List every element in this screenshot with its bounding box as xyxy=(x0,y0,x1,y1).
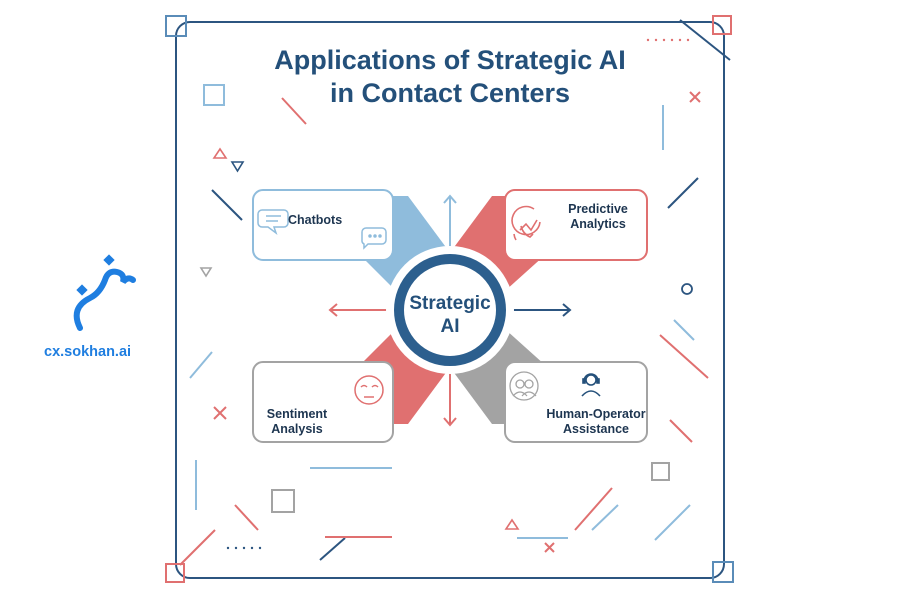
decor-triangle xyxy=(504,518,520,530)
chat-dots-icon xyxy=(361,227,387,250)
predictive-line-2: Analytics xyxy=(570,217,626,231)
logo-url: cx.sokhan.ai xyxy=(44,344,132,360)
arrow-right xyxy=(508,303,572,317)
box-predictive xyxy=(504,189,648,261)
phone-trend-icon xyxy=(511,205,541,241)
decor-square xyxy=(203,84,225,106)
decor-square xyxy=(651,462,670,481)
box-human xyxy=(504,361,648,443)
people-icon xyxy=(509,371,539,401)
page-title: Applications of Strategic AI in Contact … xyxy=(200,44,700,110)
center-label: Strategic AI xyxy=(398,292,502,338)
decor-circle xyxy=(681,283,693,295)
center-circle xyxy=(394,254,506,366)
predictive-line-1: Predictive xyxy=(568,202,628,216)
decor-triangle xyxy=(230,161,245,173)
frame-border xyxy=(175,21,725,579)
center-line-1: Strategic xyxy=(409,293,491,314)
decor-crosses xyxy=(213,91,701,553)
decor-dots xyxy=(226,546,262,550)
human-line-2: Assistance xyxy=(562,422,629,436)
face-icon xyxy=(354,375,384,405)
human-line-1: Human-Operator xyxy=(546,407,646,421)
title-line-1: Applications of Strategic AI xyxy=(274,45,626,75)
decor-square xyxy=(712,561,734,583)
decor-triangle xyxy=(199,267,213,278)
sentiment-line-2: Analysis xyxy=(271,422,323,436)
sentiment-line-1: Sentiment xyxy=(266,407,328,421)
sokhan-logo-mark xyxy=(73,254,136,331)
decor-square xyxy=(165,15,187,37)
decor-dots xyxy=(646,38,690,42)
decor-lines xyxy=(179,19,731,566)
node-sentiment-label: Sentiment Analysis xyxy=(253,407,341,437)
title-line-2: in Contact Centers xyxy=(329,78,571,108)
decor-triangle xyxy=(212,147,228,159)
chat-bubble-icon xyxy=(257,209,289,236)
decor-square xyxy=(712,15,732,35)
node-chatbots-label: Chatbots xyxy=(288,213,343,227)
decor-square xyxy=(271,489,295,513)
node-predictive-label: Predictive Analytics xyxy=(548,202,648,232)
decor-square xyxy=(165,563,185,583)
node-human-label: Human-Operator Assistance xyxy=(540,407,652,437)
arrow-left xyxy=(328,303,392,317)
box-chatbots xyxy=(252,189,394,261)
center-line-2: AI xyxy=(440,316,460,337)
headset-operator-icon xyxy=(581,373,601,397)
